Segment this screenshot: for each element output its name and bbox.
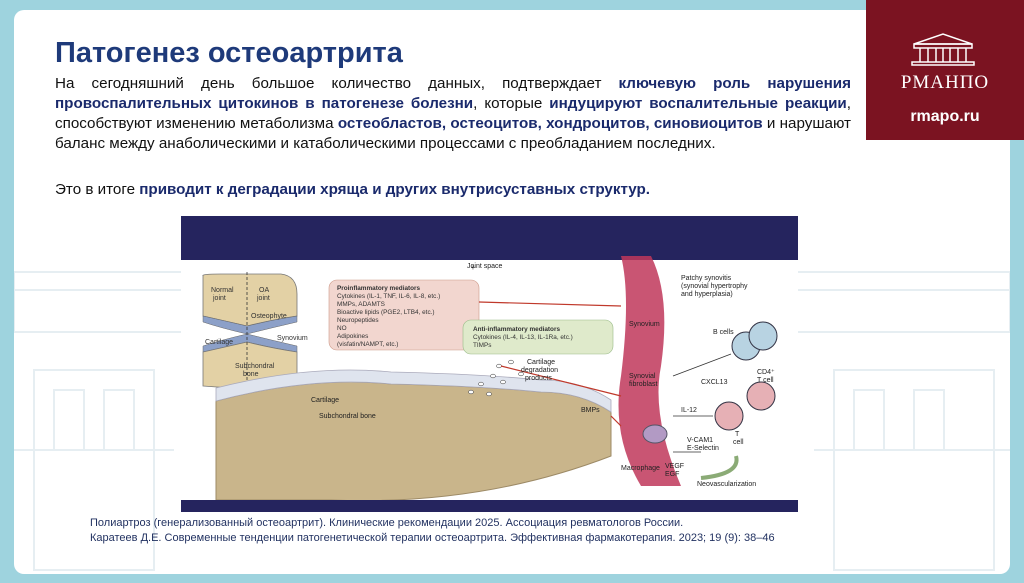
- il12-label: IL-12: [681, 407, 697, 414]
- text-run-0: Это в итоге: [55, 181, 140, 198]
- synovium-shape: [618, 256, 681, 486]
- patchy-synovitis-1: Patchy synovitis: [681, 275, 732, 282]
- subchondral-bone-shape: [215, 381, 612, 502]
- brand-name: РМАНПО: [900, 72, 990, 93]
- debris-particles: [468, 359, 524, 397]
- t-cell: [714, 401, 744, 431]
- conclusion-line: Это в итоге приводит к деградации хряща …: [55, 181, 650, 198]
- cd4-label-1: CD4⁺: [757, 369, 775, 376]
- reference-2: Каратеев Д.Е. Современные тенденции пато…: [90, 532, 775, 544]
- vegf-label-2: EGF: [665, 471, 679, 478]
- patchy-synovitis-3: and hyperplasia): [681, 291, 733, 298]
- subchondral-small-label-2: bone: [243, 371, 259, 378]
- pathogenesis-diagram: Normal joint OA joint Osteophyte Cartila…: [202, 256, 778, 502]
- plus-symbol: +: [471, 263, 476, 272]
- cartilage-main-label: Cartilage: [311, 397, 339, 404]
- figure-bottom-band: [181, 500, 798, 512]
- subchondral-main-label: Subchondral bone: [319, 413, 376, 420]
- proinflammatory-line-1: Cytokines (IL-1, TNF, IL-6, IL-8, etc.): [337, 293, 440, 300]
- cd4-t-cell: [746, 381, 776, 411]
- b-cells-label: B cells: [713, 329, 734, 336]
- emphasis-run-3: индуцируют воспалительные реакции: [549, 95, 847, 112]
- osteophyte-label: Osteophyte: [251, 313, 287, 320]
- text-run-0: На сегодняшний день большое количество д…: [55, 75, 619, 92]
- cxcl13-label: CXCL13: [701, 379, 728, 386]
- proinflammatory-line-3: Bioactive lipids (PGE2, LTB4, etc.): [337, 309, 435, 316]
- synovium-label: Synovium: [629, 321, 660, 328]
- pathogenesis-figure: Normal joint OA joint Osteophyte Cartila…: [181, 216, 798, 512]
- mediator-arrows: [478, 301, 622, 427]
- emphasis-run-1: приводит к деградации хряща и других вну…: [139, 181, 651, 198]
- proinflammatory-line-5: NO: [337, 325, 347, 332]
- proinflammatory-line-7: (visfatin/NAMPT, etc.): [337, 341, 398, 348]
- antiinflammatory-box: [462, 319, 614, 355]
- synovium-small-label: Synovium: [277, 335, 308, 342]
- synovial-fibroblast-2: fibroblast: [629, 381, 657, 388]
- neovascularization-label: Neovascularization: [697, 481, 756, 488]
- figure-top-band: [181, 216, 798, 260]
- emphasis-run-5: остеобластов, остеоцитов, хондроцитов, с…: [337, 115, 763, 132]
- proinflammatory-line-0: Proinflammatory mediators: [337, 285, 421, 292]
- cd4-label-2: T cell: [757, 377, 774, 384]
- oa-joint-label-1: OA: [259, 287, 269, 294]
- normal-joint-label-2: joint: [212, 295, 226, 302]
- vegf-label-1: VEGF: [665, 463, 684, 470]
- proinflammatory-line-6: Adipokines: [337, 333, 368, 340]
- joint-space-label: Joint space: [467, 263, 503, 270]
- cartilage-products-3: products: [525, 375, 552, 382]
- slide-title: Патогенез остеоартрита: [55, 37, 403, 69]
- text-run-2: , которые: [473, 95, 550, 112]
- vcam-label-1: V-CAM1: [687, 437, 713, 444]
- b-cell-2: [748, 321, 778, 351]
- antiinflammatory-line-1: Cytokines (IL-4, IL-13, IL-1Ra, etc.): [473, 334, 573, 341]
- oa-joint-label-2: joint: [256, 295, 270, 302]
- proinflammatory-box: [328, 279, 480, 351]
- emphasis-run-1: ключевую роль нарушения провоспалительны…: [55, 75, 851, 112]
- patchy-synovitis-2: (synovial hypertrophy: [681, 283, 748, 290]
- antiinflammatory-line-0: Anti-inflammatory mediators: [473, 326, 560, 333]
- brand-panel: РМАНПО rmapo.ru: [866, 0, 1024, 140]
- normal-joint-label-1: Normal: [211, 287, 234, 294]
- cartilage-products-2: degradation: [521, 367, 558, 374]
- cartilage-shape: [215, 369, 612, 413]
- building-icon: [911, 33, 975, 66]
- text-run-4: , способствуют изменению метаболизма: [55, 95, 851, 132]
- antiinflammatory-line-2: TIMPs: [473, 342, 491, 349]
- bmps-label: BMPs: [581, 407, 600, 414]
- text-run-6: и нарушают баланс между анаболическими и…: [55, 115, 851, 152]
- proinflammatory-line-2: MMPs, ADAMTS: [337, 301, 385, 308]
- subchondral-small-label-1: Subchondral: [235, 363, 275, 370]
- intro-paragraph: На сегодняшний день большое количество д…: [55, 74, 851, 154]
- reference-1: Полиартроз (генерализованный остеоартрит…: [90, 517, 684, 529]
- cartilage-small-label: Cartilage: [205, 339, 233, 346]
- proinflammatory-line-4: Neuropeptides: [337, 317, 379, 324]
- macrophage-shape: [642, 424, 668, 444]
- cell-arrows: [672, 353, 739, 480]
- synovial-fibroblast-1: Synovial: [629, 373, 656, 380]
- brand-url[interactable]: rmapo.ru: [910, 108, 980, 125]
- t-cell-label-1: T: [735, 431, 740, 438]
- t-cell-label-2: cell: [733, 439, 744, 446]
- vcam-label-2: E-Selectin: [687, 445, 719, 452]
- macrophage-label: Macrophage: [621, 465, 660, 472]
- cartilage-products-1: Cartilage: [527, 359, 555, 366]
